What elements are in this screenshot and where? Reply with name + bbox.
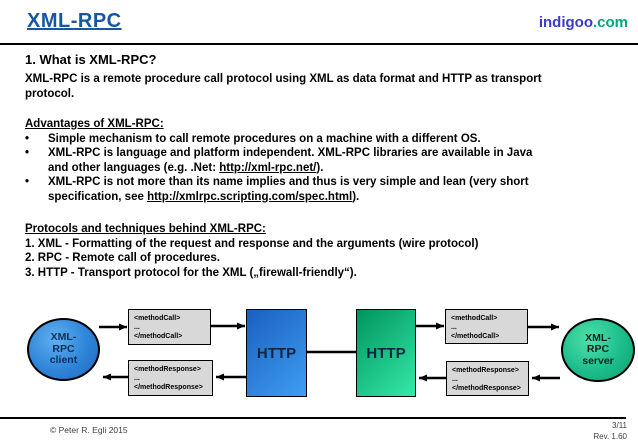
page-number: 3/11 (612, 421, 627, 430)
xml-rpc-flow-diagram: XML- RPC client <methodCall> ... </metho… (0, 300, 638, 418)
client-node: XML- RPC client (27, 318, 100, 381)
page-title: XML-RPC (27, 10, 122, 32)
http-box-right: HTTP (356, 309, 416, 397)
page-info: 3/11 Rev. 1.60 (593, 421, 627, 442)
brand-name: indigoo (538, 14, 593, 31)
protocols-list: 1. XML - Formatting of the request and r… (25, 237, 621, 281)
bullet-item-3: • XML-RPC is not more than its name impl… (25, 176, 529, 203)
link-xmlrpc-spec[interactable]: http://xmlrpc.scripting.com/spec.html (147, 190, 353, 203)
brand-logo[interactable]: indigoo.com (539, 14, 628, 31)
http-box-left: HTTP (246, 309, 307, 397)
section-title: 1. What is XML-RPC? (25, 52, 157, 67)
protocol-item-2: 2. RPC - Remote call of procedures. (25, 252, 220, 264)
slide-body: 1. What is XML-RPC? XML-RPC is a remote … (25, 52, 621, 280)
copyright-text: © Peter R. Egli 2015 (50, 425, 128, 435)
link-xml-rpc-net[interactable]: http://xml-rpc.net/ (219, 161, 317, 174)
bullet-item-2: • XML-RPC is language and platform indep… (25, 147, 533, 174)
intro-paragraph: XML-RPC is a remote procedure call proto… (25, 73, 542, 100)
footer-rule (0, 417, 626, 419)
protocol-item-1: 1. XML - Formatting of the request and r… (25, 237, 479, 250)
method-response-box-right: <methodResponse> ... </methodResponse> (446, 361, 529, 396)
header-rule (0, 43, 638, 45)
method-call-box-right: <methodCall> ... </methodCall> (445, 309, 528, 344)
advantages-list: • Simple mechanism to call remote proced… (25, 132, 621, 205)
protocol-item-3: 3. HTTP - Transport protocol for the XML… (25, 266, 357, 279)
protocols-heading: Protocols and techniques behind XML-RPC: (25, 223, 266, 235)
bullet-marker: • (25, 147, 30, 159)
method-call-box-left: <methodCall> ... </methodCall> (128, 309, 211, 345)
revision-text: Rev. 1.60 (593, 431, 627, 441)
method-response-box-left: <methodResponse> ... </methodResponse> (128, 360, 213, 396)
advantages-heading: Advantages of XML-RPC: (25, 118, 164, 130)
bullet-marker: • (25, 176, 30, 188)
bullet-item-1: • Simple mechanism to call remote proced… (25, 132, 481, 145)
brand-tld: .com (592, 14, 628, 31)
server-node: XML- RPC server (561, 318, 635, 382)
arrow-layer (99, 322, 560, 382)
bullet-marker: • (25, 132, 30, 145)
